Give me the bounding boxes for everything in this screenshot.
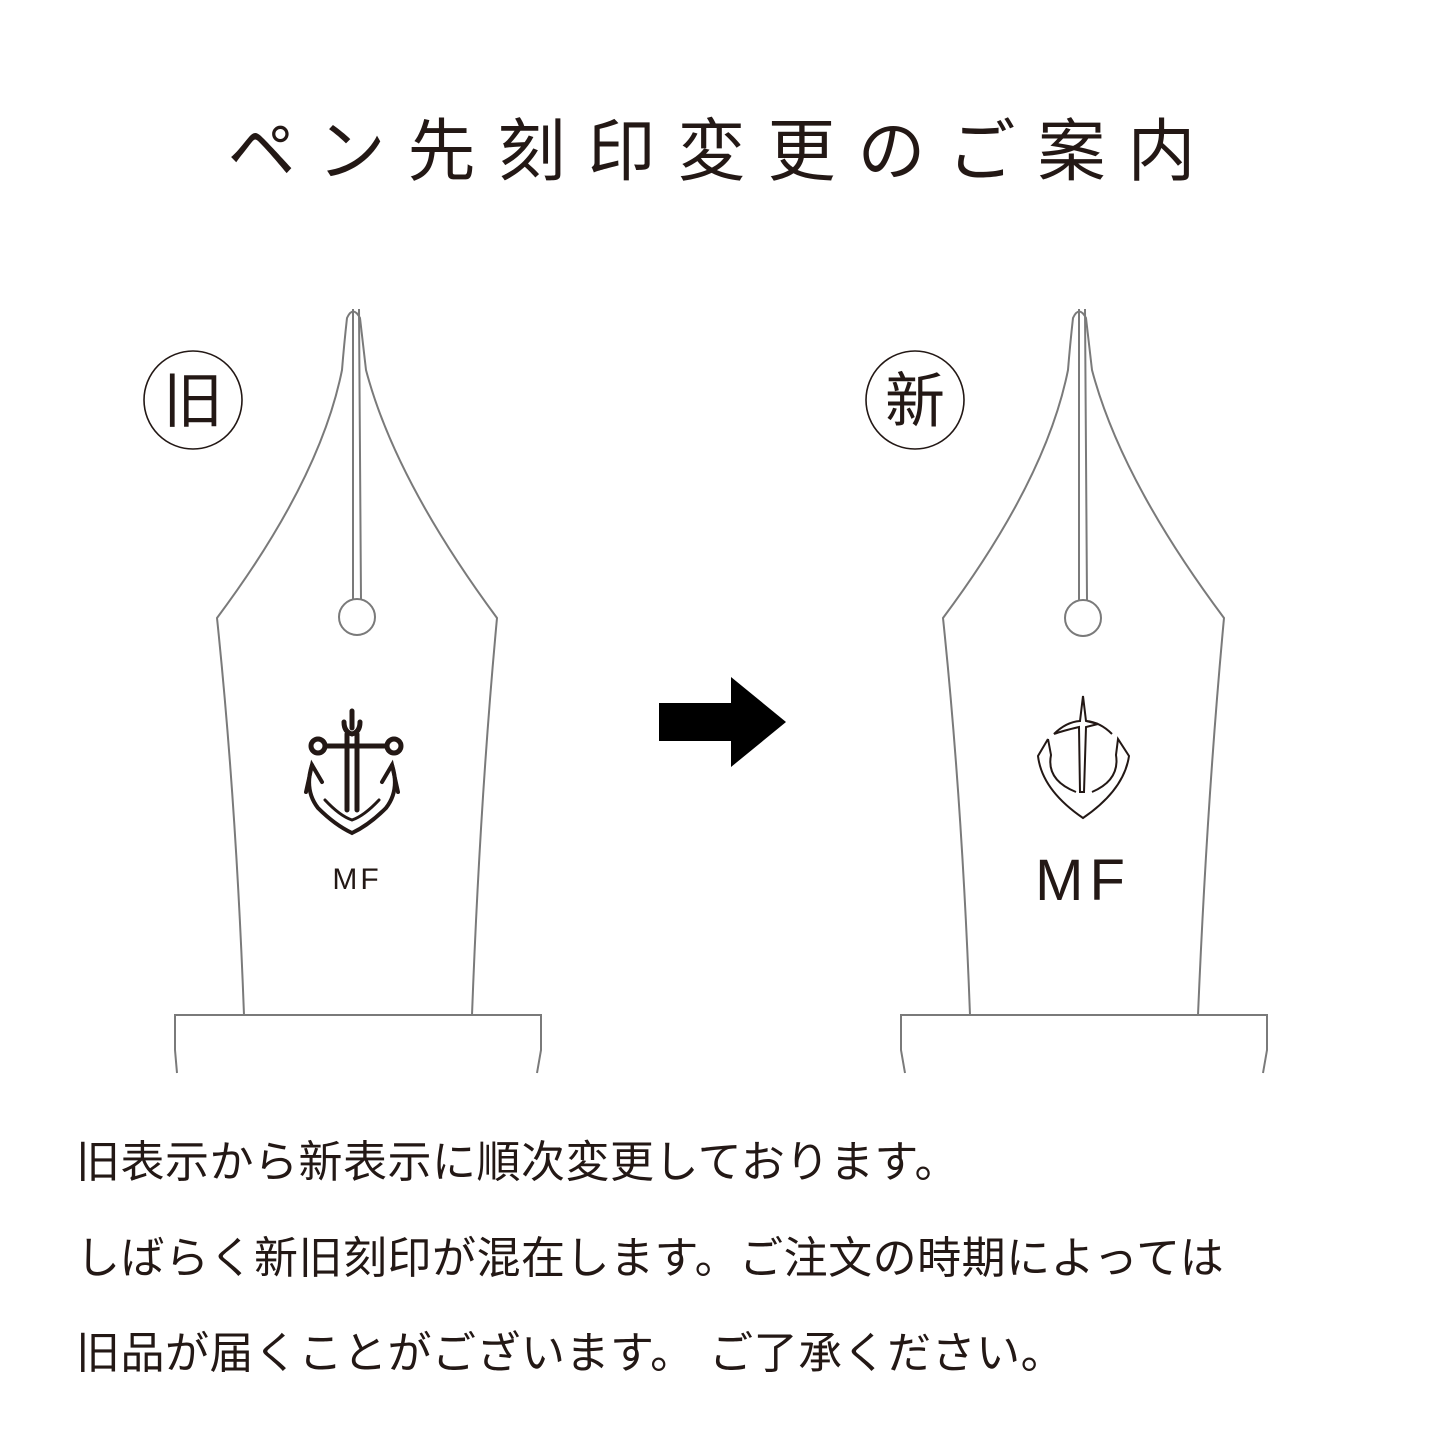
trident-shield-icon bbox=[1036, 695, 1131, 820]
old-nib: 旧 MF bbox=[143, 308, 542, 1074]
new-nib-marking: MF bbox=[1035, 848, 1131, 913]
arrow-right-icon bbox=[659, 677, 786, 767]
new-breather-hole bbox=[1064, 599, 1102, 637]
old-badge-circle bbox=[143, 350, 243, 450]
page-title: ペン先刻印変更のご案内 bbox=[227, 113, 1218, 192]
old-nib-outline bbox=[215, 310, 499, 1016]
new-nib: 新 MF bbox=[865, 308, 1268, 1074]
notice-line-1: 旧表示から新表示に順次変更しております。 bbox=[76, 1137, 959, 1188]
old-nib-marking: MF bbox=[332, 863, 381, 896]
new-badge: 新 bbox=[865, 350, 965, 450]
old-badge: 旧 bbox=[143, 350, 243, 450]
notice-line-3: 旧品が届くことがございます。 ご了承ください。 bbox=[76, 1328, 1066, 1379]
anchor-icon bbox=[304, 708, 404, 836]
new-badge-label: 新 bbox=[885, 367, 945, 437]
new-badge-circle bbox=[865, 350, 965, 450]
old-nib-section bbox=[174, 1014, 542, 1074]
new-nib-section bbox=[900, 1014, 1268, 1074]
old-badge-label: 旧 bbox=[163, 367, 223, 437]
old-breather-hole bbox=[338, 598, 376, 636]
notice-line-2: しばらく新旧刻印が混在します。ご注文の時期によっては bbox=[76, 1233, 1225, 1284]
new-nib-outline bbox=[941, 310, 1226, 1016]
